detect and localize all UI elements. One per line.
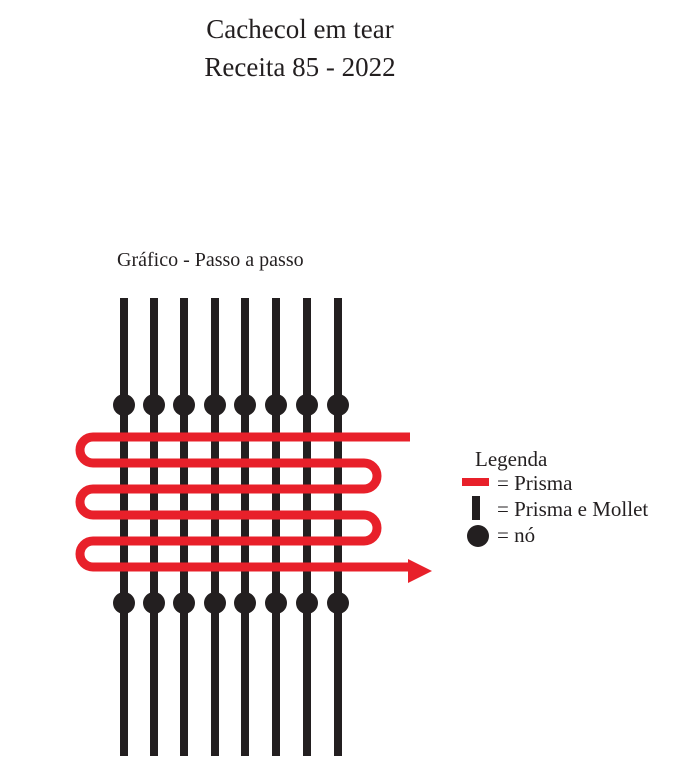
knot-markers	[113, 394, 349, 614]
top-knot-1	[113, 394, 135, 416]
top-knot-5	[234, 394, 256, 416]
loom-peg-6	[272, 298, 280, 756]
loom-pegs	[120, 298, 342, 756]
legend-title: Legenda	[475, 447, 548, 471]
loom-peg-4	[211, 298, 219, 756]
legend-prisma-symbol	[462, 478, 489, 486]
bottom-knot-3	[173, 592, 195, 614]
page-title: Cachecol em tear	[206, 14, 394, 44]
thread-path	[75, 432, 410, 572]
bottom-knot-8	[327, 592, 349, 614]
legend-knot-symbol	[467, 525, 489, 547]
top-knot-6	[265, 394, 287, 416]
top-knot-7	[296, 394, 318, 416]
diagram-label: Gráfico - Passo a passo	[117, 249, 304, 271]
top-knot-3	[173, 394, 195, 416]
bottom-knot-1	[113, 592, 135, 614]
bottom-knot-5	[234, 592, 256, 614]
top-knot-8	[327, 394, 349, 416]
bottom-knot-7	[296, 592, 318, 614]
top-knot-4	[204, 394, 226, 416]
thread-arrowhead	[408, 559, 432, 583]
top-knot-2	[143, 394, 165, 416]
loom-peg-2	[150, 298, 158, 756]
bottom-knot-2	[143, 592, 165, 614]
loom-peg-8	[334, 298, 342, 756]
loom-peg-3	[180, 298, 188, 756]
loom-peg-5	[241, 298, 249, 756]
loom-peg-1	[120, 298, 128, 756]
legend-item-knot: = nó	[497, 523, 536, 547]
bottom-knot-6	[265, 592, 287, 614]
legend-prisma-mollet-symbol	[472, 496, 480, 520]
legend-item-prisma: = Prisma	[497, 471, 573, 495]
bottom-knot-4	[204, 592, 226, 614]
loom-peg-7	[303, 298, 311, 756]
legend-item-prisma-mollet: = Prisma e Mollet	[497, 497, 649, 521]
page-subtitle: Receita 85 - 2022	[204, 52, 396, 82]
